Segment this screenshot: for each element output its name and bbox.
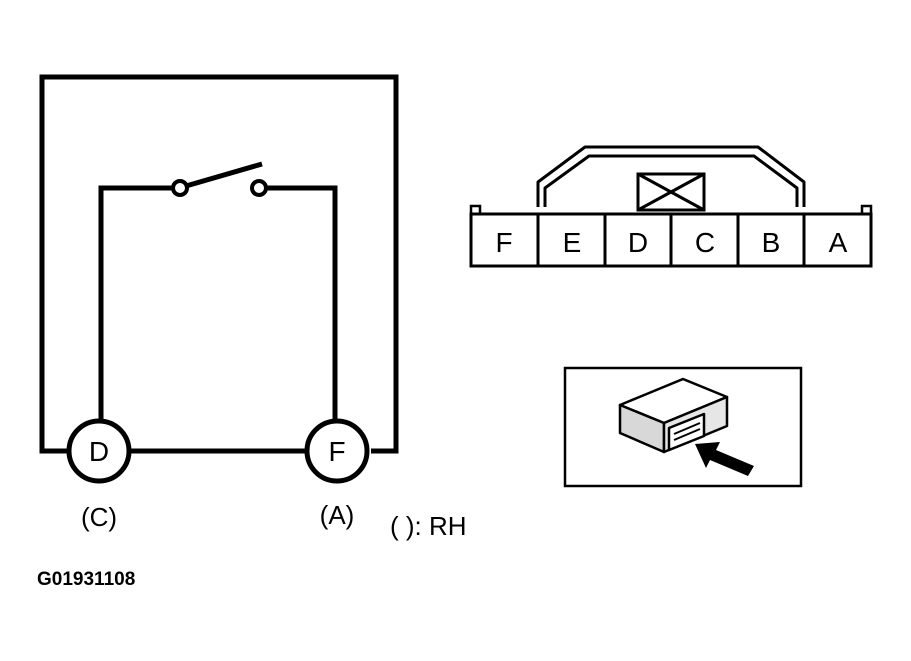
terminal-right-alt-label: (A) — [320, 500, 355, 530]
connector-pin-label: C — [695, 227, 715, 258]
connector-latch — [536, 145, 806, 207]
figure-code: G01931108 — [37, 569, 135, 590]
terminal-left: D — [66, 418, 132, 484]
component-location-inset — [563, 366, 803, 488]
connector-lock-tab — [636, 172, 706, 212]
switch-blade — [185, 161, 263, 189]
terminal-right-label: F — [328, 436, 345, 467]
connector-pin-label: E — [563, 227, 582, 258]
relay-module-illustration — [618, 377, 729, 454]
connector-pin-label: A — [829, 227, 848, 258]
connector-face: F E D C B A — [469, 145, 873, 268]
terminal-left-alt-label: (C) — [81, 502, 117, 532]
connector-pin-label: D — [628, 227, 648, 258]
connector-pin-label: F — [495, 227, 512, 258]
rh-legend: ( ): RH — [390, 511, 467, 541]
switch — [171, 161, 268, 197]
switch-contact-right — [250, 179, 268, 197]
switch-contact-left — [171, 179, 189, 197]
location-arrow-icon — [695, 442, 754, 476]
connector-pin-label: B — [762, 227, 781, 258]
outer-circuit-wire — [39, 74, 399, 454]
terminal-left-label: D — [89, 436, 109, 467]
terminal-right: F — [304, 418, 370, 484]
switch-wire — [98, 185, 338, 420]
